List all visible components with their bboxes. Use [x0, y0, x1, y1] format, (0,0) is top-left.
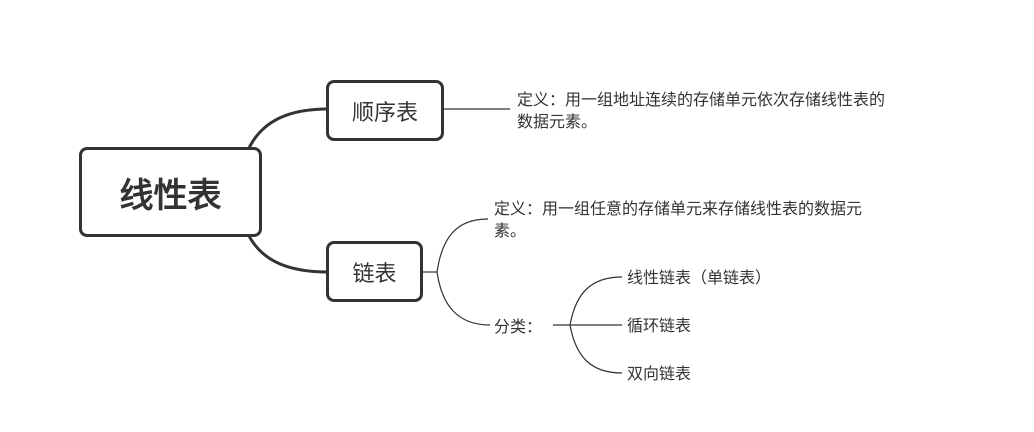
linked-list-label: 链表 — [352, 261, 397, 287]
edge-root-linked — [246, 233, 329, 274]
edge-category-sub3 — [569, 324, 623, 374]
linked-list-node[interactable]: 链表 — [326, 241, 423, 302]
edge-linked-definition — [436, 218, 489, 273]
category-item-singly-linked[interactable]: 线性链表（单链表） — [627, 268, 772, 287]
category-item-doubly-linked[interactable]: 双向链表 — [627, 364, 692, 383]
linked-list-category[interactable]: 分类： — [494, 317, 543, 336]
sequential-list-label: 顺序表 — [351, 100, 418, 126]
sequential-list-definition[interactable]: 定义：用一组地址连续的存储单元依次存储线性表的数据元素。 — [517, 90, 886, 131]
sequential-list-node[interactable]: 顺序表 — [326, 80, 444, 141]
edge-root-sequential — [246, 107, 329, 151]
root-node-label: 线性表 — [119, 175, 222, 216]
edge-category-sub1 — [569, 276, 623, 326]
root-node[interactable]: 线性表 — [79, 147, 262, 237]
category-item-circular-linked[interactable]: 循环链表 — [627, 316, 692, 335]
edge-linked-category — [436, 271, 491, 326]
linked-list-definition[interactable]: 定义：用一组任意的存储单元来存储线性表的数据元素。 — [494, 199, 863, 240]
